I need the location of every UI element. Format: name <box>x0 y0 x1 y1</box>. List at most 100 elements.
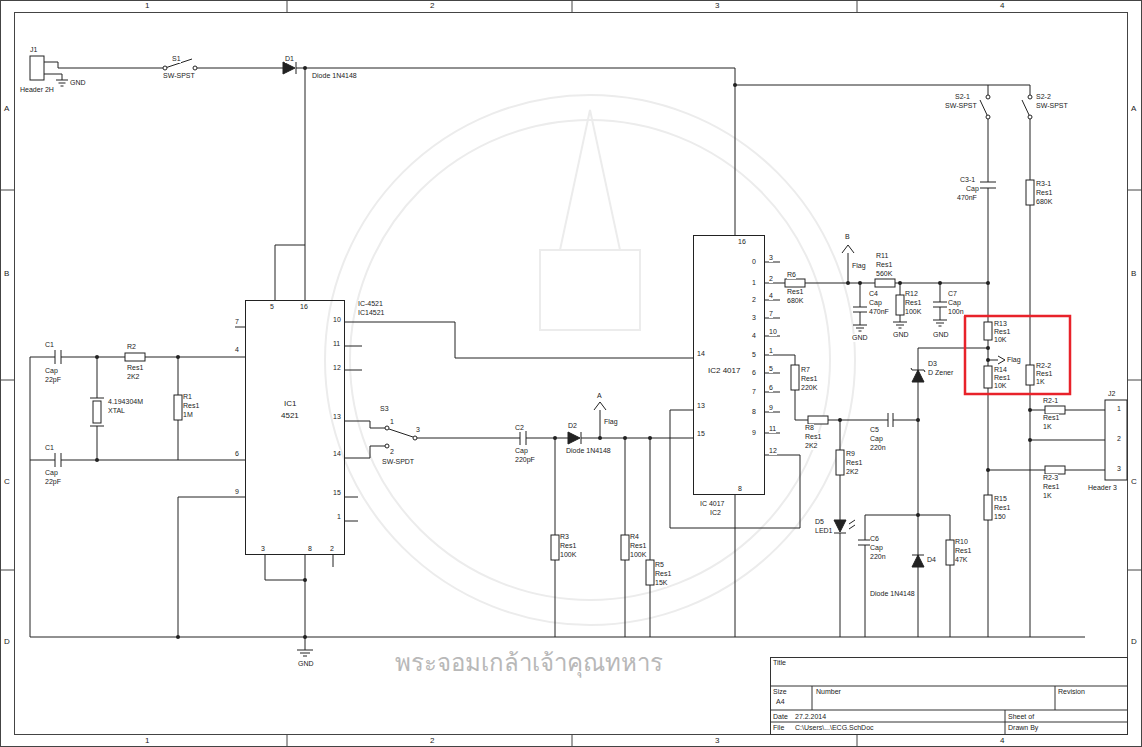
component-label: IC2 <box>710 509 721 517</box>
seal-watermark <box>540 110 640 330</box>
component-label: Cap <box>870 544 883 552</box>
resistor-symbol <box>808 416 828 424</box>
resistor-symbol <box>984 366 992 388</box>
wire <box>30 62 1105 650</box>
ic-box: IC2 4017 <box>693 235 765 495</box>
component-label: 4.194304M <box>108 398 143 406</box>
component-label: S1 <box>172 55 181 63</box>
resistor-symbol <box>896 295 904 315</box>
sheet-frame <box>15 13 1128 735</box>
resistor-symbol <box>174 395 182 420</box>
component-label: 6 <box>235 450 239 458</box>
component-label: SW-SPDT <box>382 458 414 466</box>
title-block-text: 27.2.2014 <box>795 713 826 721</box>
component-label: Cap <box>515 447 528 455</box>
junction-dot <box>986 468 990 472</box>
resistor-symbol <box>1026 180 1034 205</box>
component-symbol <box>56 80 947 656</box>
grid-reference: C <box>1131 478 1137 486</box>
component-label: D1 <box>285 55 294 63</box>
component-label: 4 <box>235 346 239 354</box>
component-label: GND <box>893 331 909 339</box>
component-symbol <box>165 59 1030 437</box>
component-label: R12 <box>905 290 918 298</box>
seal-watermark <box>325 95 855 625</box>
junction-dot <box>176 355 180 359</box>
component-label: 2 <box>1117 435 1121 443</box>
component-label: R7 <box>801 366 810 374</box>
component-label: C1 <box>45 444 54 452</box>
component-label: 7 <box>752 388 756 396</box>
wire <box>30 357 1085 637</box>
component-label: Cap <box>870 435 883 443</box>
component-label: R1 <box>183 393 192 401</box>
component-label: Res1 <box>994 504 1010 512</box>
diode-symbol <box>912 370 924 382</box>
component-label: GND <box>70 79 86 87</box>
switch-terminal <box>163 66 167 70</box>
junction-dot <box>95 355 99 359</box>
wire <box>735 262 780 637</box>
component-label: Res1 <box>1043 414 1059 422</box>
seal-watermark <box>325 95 855 625</box>
junction-dot <box>986 346 990 350</box>
component-label: Diode 1N4148 <box>566 447 611 455</box>
header-symbol <box>1105 400 1127 480</box>
component-label: C4 <box>869 290 878 298</box>
component-label: 11 <box>769 425 776 433</box>
component-label: D3 <box>928 360 937 368</box>
component-label: 6 <box>752 369 756 377</box>
component-label: R4 <box>630 533 639 541</box>
component-label: R2-2 <box>1036 362 1051 370</box>
component-label: 14 <box>697 350 705 358</box>
component-label: R8 <box>805 424 814 432</box>
title-block <box>770 658 1128 735</box>
grid-reference: 1 <box>145 2 149 10</box>
junction-dot <box>1028 408 1032 412</box>
component-label: Res1 <box>630 542 646 550</box>
junction-dot <box>553 436 557 440</box>
component-label: 680K <box>1036 198 1052 206</box>
component-label: R15 <box>994 495 1007 503</box>
component-label: R5 <box>655 561 664 569</box>
component-label: Res1 <box>655 570 671 578</box>
grid-reference: A <box>4 105 9 113</box>
resistor-symbol <box>125 353 145 361</box>
component-label: Res1 <box>905 299 921 307</box>
component-label: 9 <box>752 429 756 437</box>
grid-reference: 3 <box>715 2 719 10</box>
component-label: S2-2 <box>1036 93 1051 101</box>
switch-terminal <box>986 115 990 119</box>
junction-dot <box>986 281 990 285</box>
component-label: 3 <box>416 426 420 434</box>
component-symbol <box>55 59 1030 656</box>
switch-terminal <box>986 95 990 99</box>
component-label: Header 2H <box>20 86 54 94</box>
wire <box>345 421 385 458</box>
switch-terminal <box>385 426 389 430</box>
junction-dot <box>898 281 902 285</box>
component-label: 7 <box>769 310 773 318</box>
component-label: 13 <box>333 413 341 421</box>
junction-dot <box>176 635 180 639</box>
component-label: Cap <box>966 185 979 193</box>
component-label: 470nF <box>957 194 977 202</box>
resistor-symbol <box>125 180 1065 585</box>
component-label: 1M <box>183 411 193 419</box>
seal-watermark <box>350 120 830 600</box>
grid-reference: D <box>1131 638 1137 646</box>
title-block-text: Number <box>816 688 841 696</box>
component-label: 2K2 <box>846 468 858 476</box>
component-label: 1K <box>1043 492 1052 500</box>
component-label: 1 <box>769 347 773 355</box>
component-label: Cap <box>869 299 882 307</box>
switch-terminal <box>163 66 1032 448</box>
switch-terminal <box>413 436 417 440</box>
component-label: S3 <box>380 405 389 413</box>
resistor-symbol <box>791 365 799 390</box>
component-label: Res1 <box>183 402 199 410</box>
